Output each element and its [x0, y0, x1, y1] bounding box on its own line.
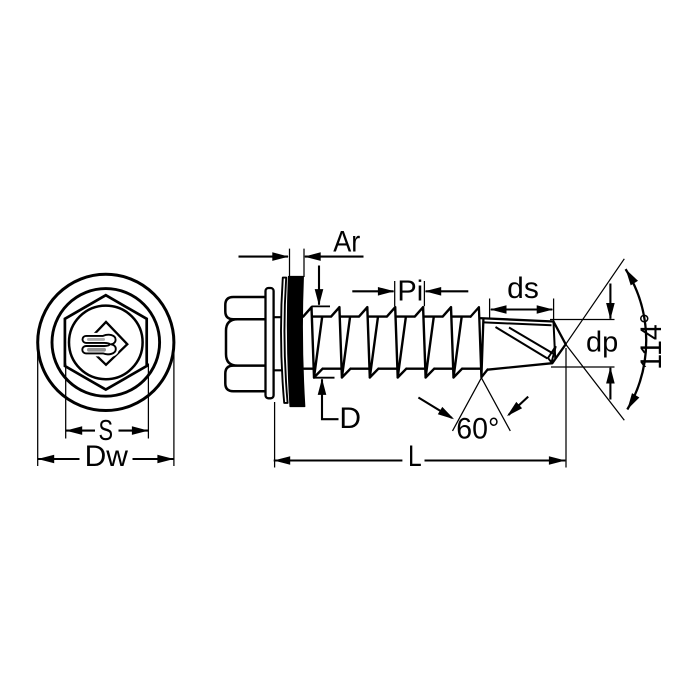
logo-upper-bar [87, 338, 105, 341]
thread-last-wrap [469, 306, 489, 379]
ds-extension-lines [488, 298, 555, 322]
brand-logo [79, 320, 129, 367]
drill-flute-line-2 [508, 326, 554, 355]
label-washer-diameter: Dw [85, 440, 129, 473]
logo-lower-bar [87, 347, 106, 352]
rubber-seal [286, 275, 306, 408]
front-view [36, 272, 176, 412]
d-arrow-shafts [317, 265, 339, 421]
thread-profile [302, 306, 483, 379]
label-thread-pitch: Pi [397, 276, 423, 308]
washer-outer-circle [36, 272, 176, 412]
hex-head-outline [63, 293, 149, 392]
s-extension-lines [65, 363, 150, 439]
dimension-extension-lines [37, 248, 625, 468]
l-extension-lines [273, 348, 567, 468]
drill-chisel-edge [546, 345, 557, 365]
pi-extension-lines [394, 281, 426, 307]
point-angle-lines [565, 258, 625, 421]
drill-flute-line-1 [494, 326, 549, 360]
label-screw-length: L [408, 439, 422, 473]
label-thread-angle: 60° [456, 413, 499, 446]
label-drill-point-length: ds [507, 272, 539, 305]
drill-land-line [483, 321, 552, 327]
metal-washer-side [264, 286, 275, 400]
hex-head-side [224, 295, 268, 393]
drill-point-details [483, 321, 557, 365]
d-tick-marks [311, 305, 335, 379]
side-view [224, 275, 567, 408]
ar-extension-lines [288, 248, 305, 277]
hex-chamfer-circle [67, 304, 144, 381]
label-thread-diameter: D [339, 402, 361, 435]
label-seal-thickness: Ar [333, 225, 360, 259]
drill-point-fill [479, 318, 566, 376]
label-point-angle: 114° [635, 313, 668, 370]
washer-inner-circle [50, 287, 162, 398]
seal-rim-highlight [280, 276, 289, 404]
point-angle-arc [624, 268, 648, 411]
dw-extension-lines [37, 345, 175, 466]
label-drill-point-diameter: dp [586, 327, 618, 359]
label-hex-width: S [99, 415, 114, 447]
dimension-labels: Ar Pi ds dp 114° 60° D L S Dw [85, 225, 669, 473]
thread-angle-lines [451, 377, 511, 432]
